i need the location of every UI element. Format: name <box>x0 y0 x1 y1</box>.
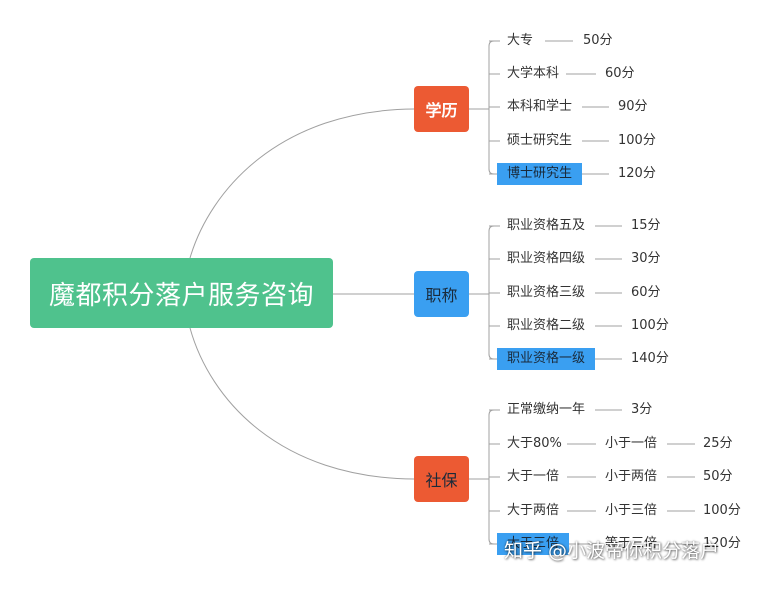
value-xueli-benke: 60分 <box>605 66 635 81</box>
value-xueli-shuoshi: 100分 <box>618 133 656 148</box>
sub-shebao-2x[interactable]: 小于三倍 <box>605 503 658 518</box>
leaf-shebao-80[interactable]: 大于80% <box>507 436 562 451</box>
root-topic[interactable]: 魔都积分落户服务咨询 <box>30 258 333 328</box>
branch-zhicheng[interactable]: 职称 <box>414 271 469 317</box>
leaf-zhicheng-1[interactable]: 职业资格一级 <box>497 348 596 370</box>
leaf-zhicheng-4[interactable]: 职业资格四级 <box>507 251 586 266</box>
sub-shebao-80[interactable]: 小于一倍 <box>605 436 658 451</box>
branch-xueli[interactable]: 学历 <box>414 86 469 132</box>
value-shebao-2x: 100分 <box>703 503 741 518</box>
sub-shebao-1x[interactable]: 小于两倍 <box>605 469 658 484</box>
value-zhicheng-5: 15分 <box>631 218 661 233</box>
leaf-shebao-3x[interactable]: 大于三倍 <box>497 533 570 555</box>
leaf-shebao-2x[interactable]: 大于两倍 <box>507 503 560 518</box>
zhihu-watermark: 知乎 @小波帝你积分落户 <box>504 540 720 562</box>
leaf-shebao-1x[interactable]: 大于一倍 <box>507 469 560 484</box>
value-zhicheng-1: 140分 <box>631 351 669 366</box>
leaf-xueli-dazhuan[interactable]: 大专 <box>507 33 534 48</box>
branch-shebao[interactable]: 社保 <box>414 456 469 502</box>
leaf-zhicheng-2[interactable]: 职业资格二级 <box>507 318 586 333</box>
leaf-zhicheng-5[interactable]: 职业资格五及 <box>507 218 586 233</box>
leaf-xueli-shuoshi[interactable]: 硕士研究生 <box>507 133 573 148</box>
connector-root-xueli <box>189 108 415 259</box>
value-shebao-1x: 50分 <box>703 469 733 484</box>
value-shebao-normal: 3分 <box>631 402 653 417</box>
sub-shebao-3x[interactable]: 等于三倍 <box>605 536 658 551</box>
connector-root-shebao <box>189 327 415 480</box>
leaf-zhicheng-3[interactable]: 职业资格三级 <box>507 285 586 300</box>
value-shebao-3x: 120分 <box>703 536 741 551</box>
value-zhicheng-3: 60分 <box>631 285 661 300</box>
leaf-xueli-benke-xueshi[interactable]: 本科和学士 <box>507 99 573 114</box>
value-zhicheng-2: 100分 <box>631 318 669 333</box>
value-xueli-boshi: 120分 <box>618 166 656 181</box>
value-xueli-benke-xueshi: 90分 <box>618 99 648 114</box>
leaf-shebao-normal[interactable]: 正常缴纳一年 <box>507 402 586 417</box>
leaf-xueli-benke[interactable]: 大学本科 <box>507 66 560 81</box>
leaf-xueli-boshi[interactable]: 博士研究生 <box>497 163 583 185</box>
value-shebao-80: 25分 <box>703 436 733 451</box>
value-xueli-dazhuan: 50分 <box>583 33 613 48</box>
value-zhicheng-4: 30分 <box>631 251 661 266</box>
